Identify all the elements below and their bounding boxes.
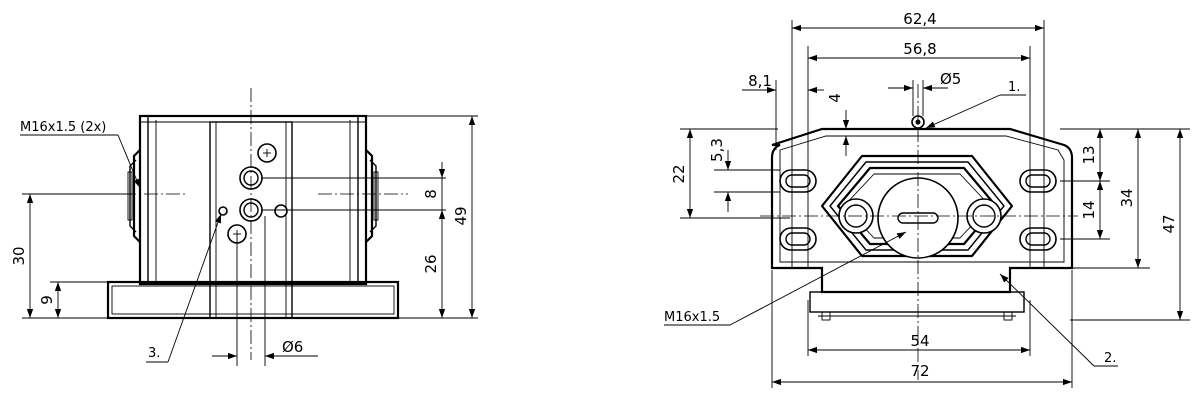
front-dim-8-1: 8,1 bbox=[748, 72, 772, 90]
side-dim-30: 30 bbox=[10, 246, 28, 265]
front-thread-label: M16x1.5 bbox=[664, 310, 720, 325]
front-dim-4: 4 bbox=[826, 93, 844, 103]
front-dim-13: 13 bbox=[1080, 145, 1098, 164]
front-dim-62-4: 62,4 bbox=[903, 10, 936, 28]
front-dim-22: 22 bbox=[670, 164, 688, 183]
front-dim-34: 34 bbox=[1118, 188, 1136, 207]
front-dim-72: 72 bbox=[910, 362, 929, 380]
side-thread-label: M16x1.5 (2x) bbox=[20, 120, 106, 135]
front-dim-54: 54 bbox=[910, 332, 929, 350]
front-callout-1: 1. bbox=[1008, 80, 1020, 95]
side-dim-26: 26 bbox=[422, 254, 440, 273]
front-view-body bbox=[770, 115, 1074, 321]
side-dim-49: 49 bbox=[452, 206, 470, 225]
front-dim-14: 14 bbox=[1080, 200, 1098, 219]
front-dim-5-3: 5,3 bbox=[708, 138, 726, 162]
front-callout-2: 2. bbox=[1104, 351, 1116, 366]
side-callout-3: 3. bbox=[148, 346, 160, 361]
side-view: 30 9 8 26 49 Ø6 M16x1.5 (2x) 3. bbox=[10, 88, 478, 366]
front-dim-47: 47 bbox=[1160, 214, 1178, 233]
front-dim-phi5: Ø5 bbox=[940, 70, 961, 88]
side-view-body bbox=[106, 114, 400, 320]
front-view: 62,4 56,8 8,1 4 Ø5 1. 22 5,3 13 14 bbox=[664, 10, 1190, 388]
side-dim-9: 9 bbox=[38, 295, 56, 305]
side-dim-8: 8 bbox=[422, 189, 440, 199]
side-dim-phi6: Ø6 bbox=[282, 338, 303, 356]
front-dim-56-8: 56,8 bbox=[903, 40, 936, 58]
